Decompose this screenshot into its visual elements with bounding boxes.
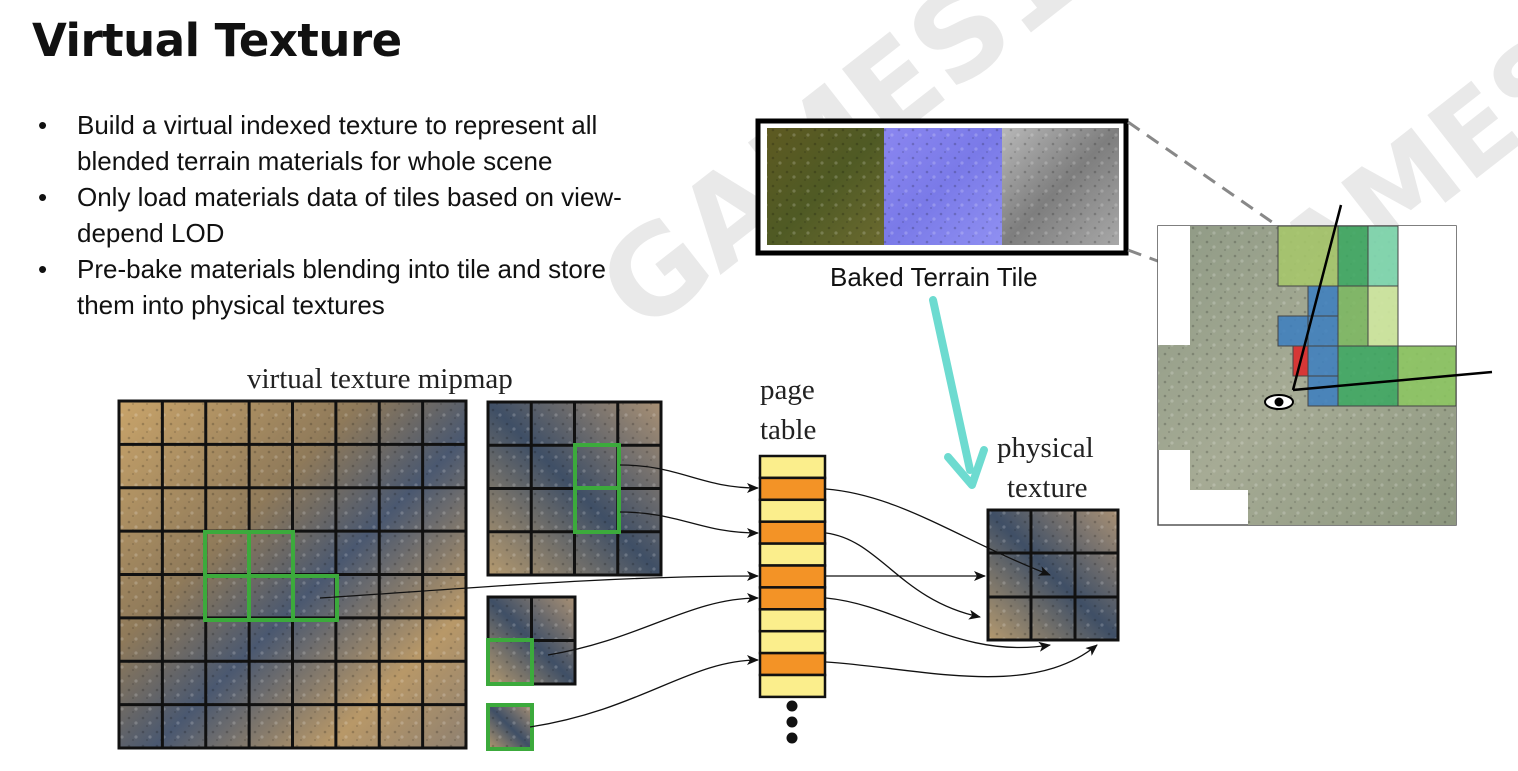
bullet-text: them into physical textures xyxy=(77,289,385,320)
terrain-lod-map xyxy=(1157,204,1493,526)
physical-texture-label: texture xyxy=(1007,472,1088,504)
bullet-text: Only load materials data of tiles based … xyxy=(77,182,622,212)
bullet-text: blended terrain materials for whole scen… xyxy=(77,145,553,176)
physical-texture xyxy=(986,508,1120,642)
ellipsis-dot xyxy=(786,700,798,712)
ellipsis-dot xyxy=(786,716,798,728)
page-table-entry xyxy=(758,608,827,633)
page-table-entry xyxy=(758,586,827,611)
page-table-entry xyxy=(758,520,827,545)
bullet-item: • Pre-bake materials blending into tile a… xyxy=(38,252,728,323)
page-table-label: table xyxy=(760,414,817,446)
baked-terrain-tile xyxy=(755,118,1129,256)
baked-terrain-tile-caption: Baked Terrain Tile xyxy=(830,262,1038,292)
page-title: Virtual Texture xyxy=(32,14,402,67)
mipmap-label: virtual texture mipmap xyxy=(247,363,513,395)
zoom-connector-line xyxy=(1127,120,1283,231)
bullet-text: Build a virtual indexed texture to repre… xyxy=(77,110,598,140)
bullet-text: depend LOD xyxy=(77,217,225,248)
physical-texture-label: physical xyxy=(997,432,1094,464)
ellipsis-dot xyxy=(786,732,798,744)
mipmap-level-3 xyxy=(488,705,532,749)
page-table xyxy=(758,454,827,699)
resident-tile-highlights xyxy=(203,443,621,751)
view-frustum-line xyxy=(1291,204,1343,391)
page-table-entry xyxy=(758,542,827,567)
page-table-label: page xyxy=(760,374,815,406)
bullet-item: • Build a virtual indexed texture to repr… xyxy=(38,108,728,179)
mapping-arrows xyxy=(319,464,1098,728)
view-frustum-line xyxy=(1292,370,1493,392)
page-table-entry xyxy=(758,498,827,523)
page-table-entry xyxy=(758,564,827,589)
page-table-entry xyxy=(758,454,827,480)
page-table-entry xyxy=(758,673,827,699)
page-table-entry xyxy=(758,651,827,677)
bake-arrow xyxy=(929,296,988,489)
ellipsis-dots xyxy=(786,700,798,744)
page-table-entry xyxy=(758,629,827,655)
bullet-item: • Only load materials data of tiles based… xyxy=(38,180,728,251)
page-table-entry xyxy=(758,476,827,502)
camera-eye-icon xyxy=(1264,394,1294,410)
bullet-text: Pre-bake materials blending into tile an… xyxy=(77,254,606,284)
bullet-list: • Build a virtual indexed texture to repr… xyxy=(38,108,728,324)
bullet-dot: • xyxy=(38,110,48,140)
bullet-dot: • xyxy=(38,182,48,212)
bullet-dot: • xyxy=(38,254,48,284)
